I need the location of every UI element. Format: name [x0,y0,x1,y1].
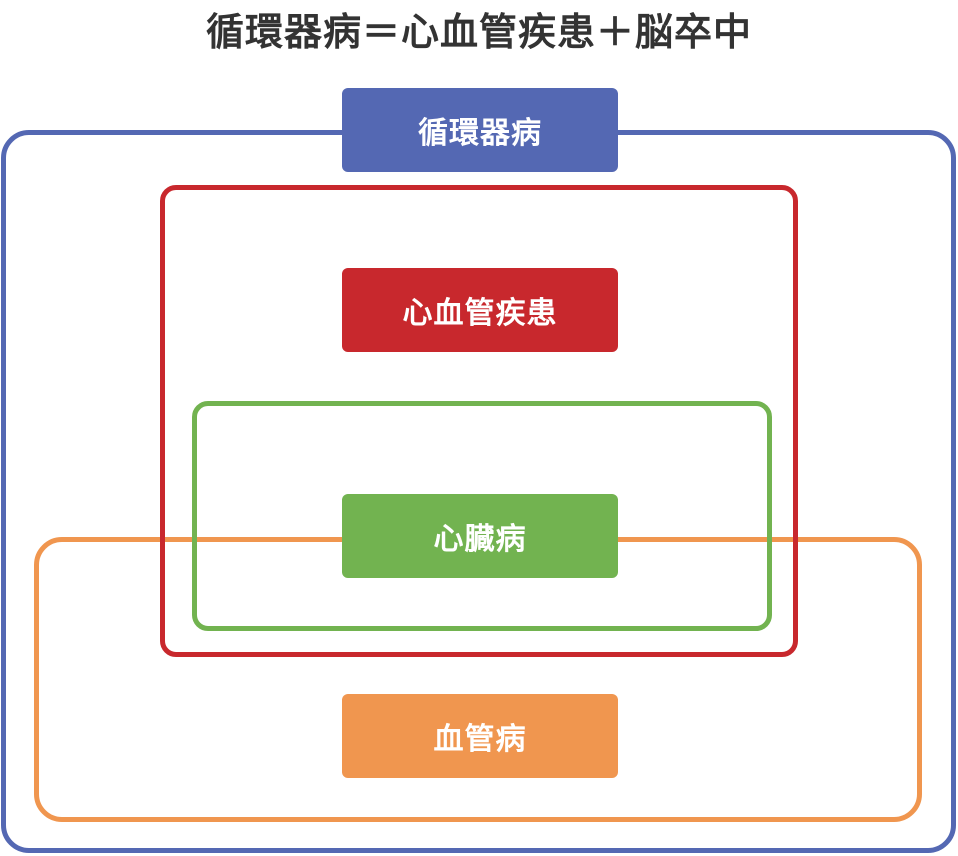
heart-label: 心臓病 [342,494,618,578]
diagram-title: 循環器病＝心血管疾患＋脳卒中 [205,10,752,54]
cardiovascular-frame [160,185,798,657]
cardiovascular-label: 心血管疾患 [342,268,618,352]
vascular-label: 血管病 [342,694,618,778]
heart-frame [192,401,772,631]
circulatory-label: 循環器病 [342,88,618,172]
